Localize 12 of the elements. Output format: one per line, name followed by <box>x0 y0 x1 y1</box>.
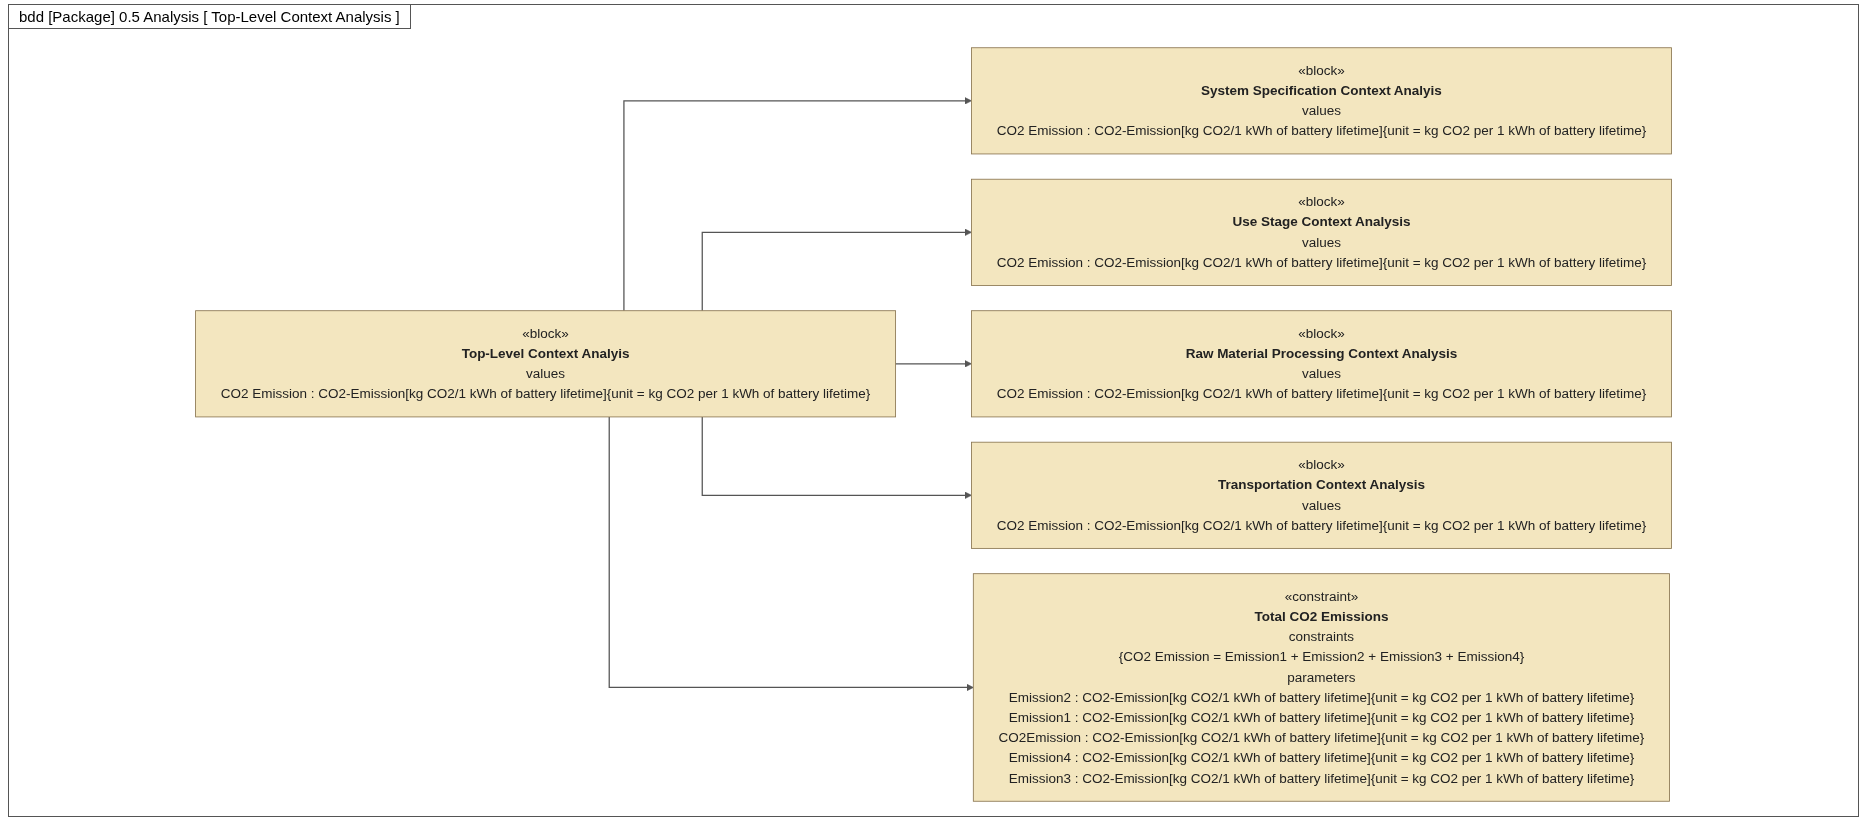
arrow <box>701 228 972 312</box>
node-box: «block» Top-Level Context Analyis values CO2 Emission : CO2-Emission[kg CO2/1 kWh of battery lifetime]{unit = kg CO2 per 1 kWh of battery lifetime} <box>195 310 896 418</box>
arrow <box>701 416 972 499</box>
node-box: «block» Use Stage Context Analysis values CO2 Emission : CO2-Emission[kg CO2/1 kWh of battery lifetime]{unit = kg CO2 per 1 kWh of battery lifetime} <box>971 178 1672 286</box>
diagram-frame-title: bdd [Package] 0.5 Analysis [ Top-Level Context Analysis ] <box>9 5 411 29</box>
arrow <box>623 97 972 312</box>
arrow <box>608 416 974 692</box>
arrow <box>894 360 972 368</box>
node-box: «block» Transportation Context Analysis values CO2 Emission : CO2-Emission[kg CO2/1 kWh of battery lifetime]{unit = kg CO2 per 1 kWh of battery lifetime} <box>971 441 1672 549</box>
node-box: «block» System Specification Context Analyis values CO2 Emission : CO2-Emission[kg CO2/1 kWh of battery lifetime]{unit = kg CO2 per 1 kWh of battery lifetime} <box>971 47 1672 155</box>
node-box: «block» Raw Material Processing Context Analysis values CO2 Emission : CO2-Emission[kg CO2/1 kWh of battery lifetime]{unit = kg CO2 per 1 kWh of battery lifetime} <box>971 310 1672 418</box>
node-box: «constraint» Total CO2 Emissions constraints {CO2 Emission = Emission1 + Emission2 + Emission3 + Emission4} parameters Emission2 : CO2-Emission[kg CO2/1 kWh of battery lifetime]{unit = kg CO2 per 1 kWh of battery lifetime} Emission1 : CO2-Emission[kg CO2/1 kWh of battery lifetime]{unit = kg CO2 per 1 kWh of battery lifetime} CO2Emission : CO2-Emission[kg CO2/1 kWh of battery lifetime]{unit = kg CO2 per 1 kWh of battery lifetime} Emission4 : CO2-Emission[kg CO2/1 kWh of battery lifetime]{unit = kg CO2 per 1 kWh of battery lifetime} Emission3 : CO2-Emission[kg CO2/1 kWh of battery lifetime]{unit = kg CO2 per 1 kWh of battery lifetime} <box>972 573 1670 802</box>
